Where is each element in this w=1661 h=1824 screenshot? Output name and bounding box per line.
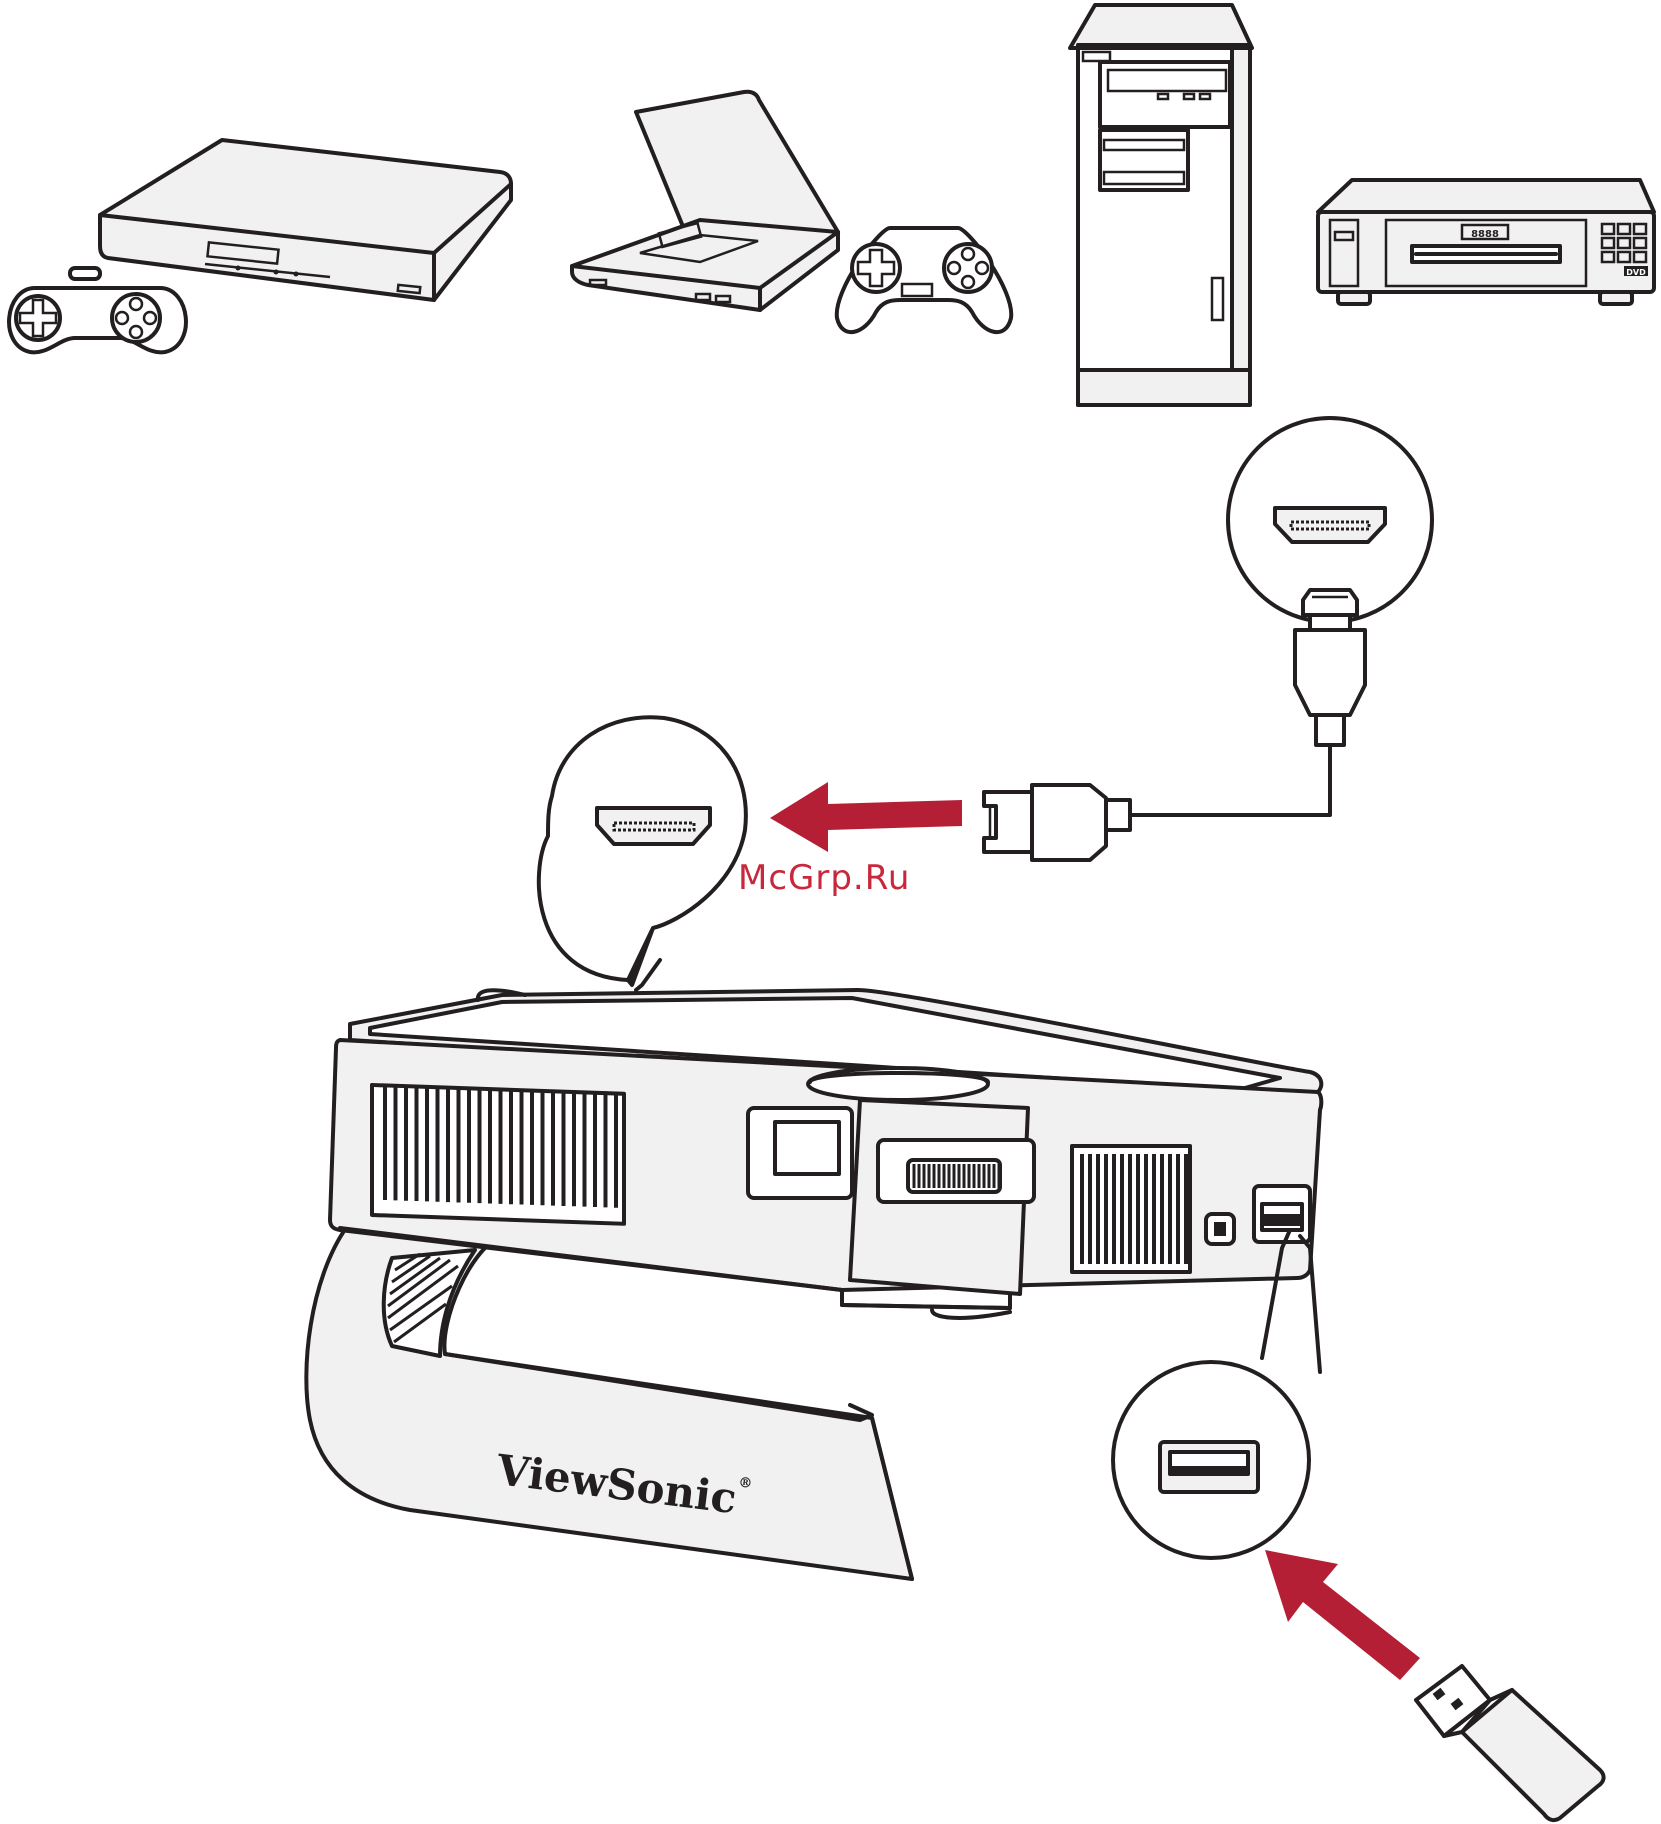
usb-port-icon — [1113, 1362, 1309, 1558]
arrow-left-icon — [770, 782, 962, 852]
hdmi-port-icon — [539, 717, 746, 990]
gamepad-icon — [9, 268, 186, 352]
usb-flash-drive-icon — [1416, 1666, 1604, 1820]
watermark: McGrp.Ru — [738, 858, 958, 898]
dvd-player-icon: 8888 DVD — [1318, 180, 1654, 304]
laptop-icon — [572, 92, 838, 310]
svg-text:DVD: DVD — [1626, 268, 1646, 277]
hdmi-cable-icon — [984, 785, 1130, 860]
vent-grille — [372, 1084, 624, 1224]
arrow-up-left-icon — [1265, 1550, 1420, 1680]
game-console-icon — [100, 140, 511, 300]
hdmi-port-icon — [1128, 418, 1432, 815]
vent-grille — [1072, 1146, 1190, 1272]
desktop-pc-icon — [1070, 5, 1252, 405]
gamepad-icon — [837, 228, 1011, 332]
brand-mark: ® — [737, 1475, 753, 1493]
svg-text:8888: 8888 — [1471, 229, 1499, 240]
